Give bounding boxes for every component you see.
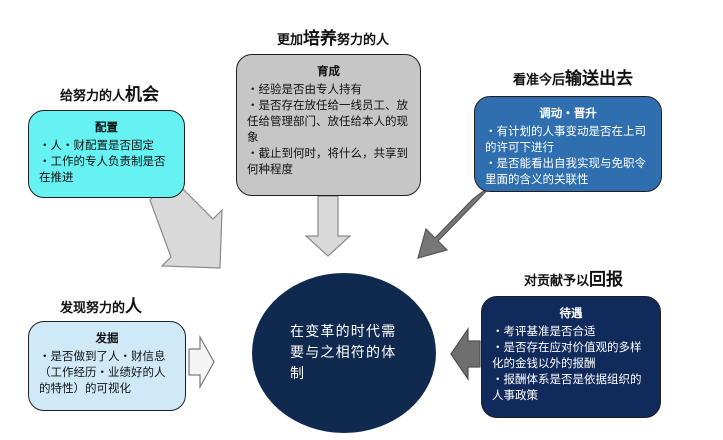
bullet: ・是否能看出自我实现与免职令里面的含义的关联性	[485, 156, 646, 186]
card-opportunity-title: 配置	[95, 120, 118, 134]
card-reward-title: 待遇	[559, 306, 583, 320]
bullet: ・报酬体系是否是依据组织的人事政策	[492, 372, 642, 402]
bullet: ・工作的专人负责制是否在推进	[39, 154, 166, 184]
bullet: ・有计划的人事变动是否在上司的许可下进行	[485, 124, 646, 154]
bullet: ・经验是否由专人持有	[247, 82, 362, 96]
bullet: ・是否存在应对价值观的多样化的金钱以外的报酬	[492, 340, 642, 370]
bullet: ・是否存在放任给一线员工、放任给管理部门、放任给本人的现象	[247, 98, 408, 144]
card-reward: 待遇 ・考评基准是否合适 ・是否存在应对价值观的多样化的金钱以外的报酬 ・报酬体…	[481, 296, 661, 418]
card-discover: 发掘 ・是否做到了人・财信息（工作经历・业绩好的人的特性）的可视化	[28, 321, 186, 411]
heading-training: 更加培养努力的人	[277, 30, 389, 50]
card-training-title: 育成	[317, 64, 340, 78]
heading-reward-pre: 对贡献予以	[524, 274, 590, 289]
card-discover-title: 发掘	[95, 331, 119, 345]
heading-transfer-big: 输送出去	[565, 69, 634, 89]
card-opportunity: 配置 ・人・财配置是否固定 ・工作的专人负责制是否在推进	[28, 110, 185, 198]
arrow-from-reward	[450, 327, 481, 381]
arrow-from-training	[304, 195, 352, 257]
card-transfer-bullets: ・有计划的人事变动是否在上司的许可下进行 ・是否能看出自我实现与免职令里面的含义…	[485, 123, 651, 187]
center-text: 在变革的时代需要与之相符的体制	[290, 323, 397, 382]
heading-training-pre: 更加	[277, 33, 304, 48]
heading-reward: 对贡献予以回报	[524, 271, 623, 291]
bullet: ・截止到何时，将什么，共享到何种程度	[247, 146, 408, 176]
arrow-from-transfer	[417, 183, 494, 259]
heading-opportunity-big: 机会	[125, 85, 160, 105]
heading-discover-pre: 发现努力的	[60, 301, 126, 316]
heading-training-big: 培养	[303, 29, 338, 49]
card-reward-bullets: ・考评基准是否合适 ・是否存在应对价值观的多样化的金钱以外的报酬 ・报酬体系是否…	[492, 323, 650, 403]
bullet: ・考评基准是否合适	[492, 324, 596, 338]
heading-transfer-pre: 看准今后	[513, 73, 566, 88]
card-training-bullets: ・经验是否由专人持有 ・是否存在放任给一线员工、放任给管理部门、放任给本人的现象…	[247, 81, 410, 177]
heading-discover-big: 人	[125, 297, 143, 317]
heading-discover: 发现努力的人	[60, 298, 142, 318]
card-transfer-title: 调动・晋升	[539, 106, 597, 120]
heading-reward-big: 回报	[589, 270, 624, 290]
arrow-from-discover	[188, 334, 215, 390]
card-training: 育成 ・经验是否由专人持有 ・是否存在放任给一线员工、放任给管理部门、放任给本人…	[236, 54, 421, 196]
heading-opportunity-pre: 给努力的人	[60, 89, 126, 104]
heading-training-post: 努力的人	[337, 33, 390, 48]
card-opportunity-bullets: ・人・财配置是否固定 ・工作的专人负责制是否在推进	[39, 137, 174, 185]
bullet: ・人・财配置是否固定	[39, 138, 154, 152]
center-circle: 在变革的时代需要与之相符的体制	[252, 273, 436, 433]
heading-transfer: 看准今后输送出去	[513, 70, 633, 90]
card-transfer: 调动・晋升 ・有计划的人事变动是否在上司的许可下进行 ・是否能看出自我实现与免职…	[474, 96, 662, 192]
card-discover-bullets: ・是否做到了人・财信息（工作经历・业绩好的人的特性）的可视化	[39, 348, 175, 396]
bullet: ・是否做到了人・财信息（工作经历・业绩好的人的特性）的可视化	[39, 349, 166, 395]
heading-opportunity: 给努力的人机会	[60, 86, 159, 106]
